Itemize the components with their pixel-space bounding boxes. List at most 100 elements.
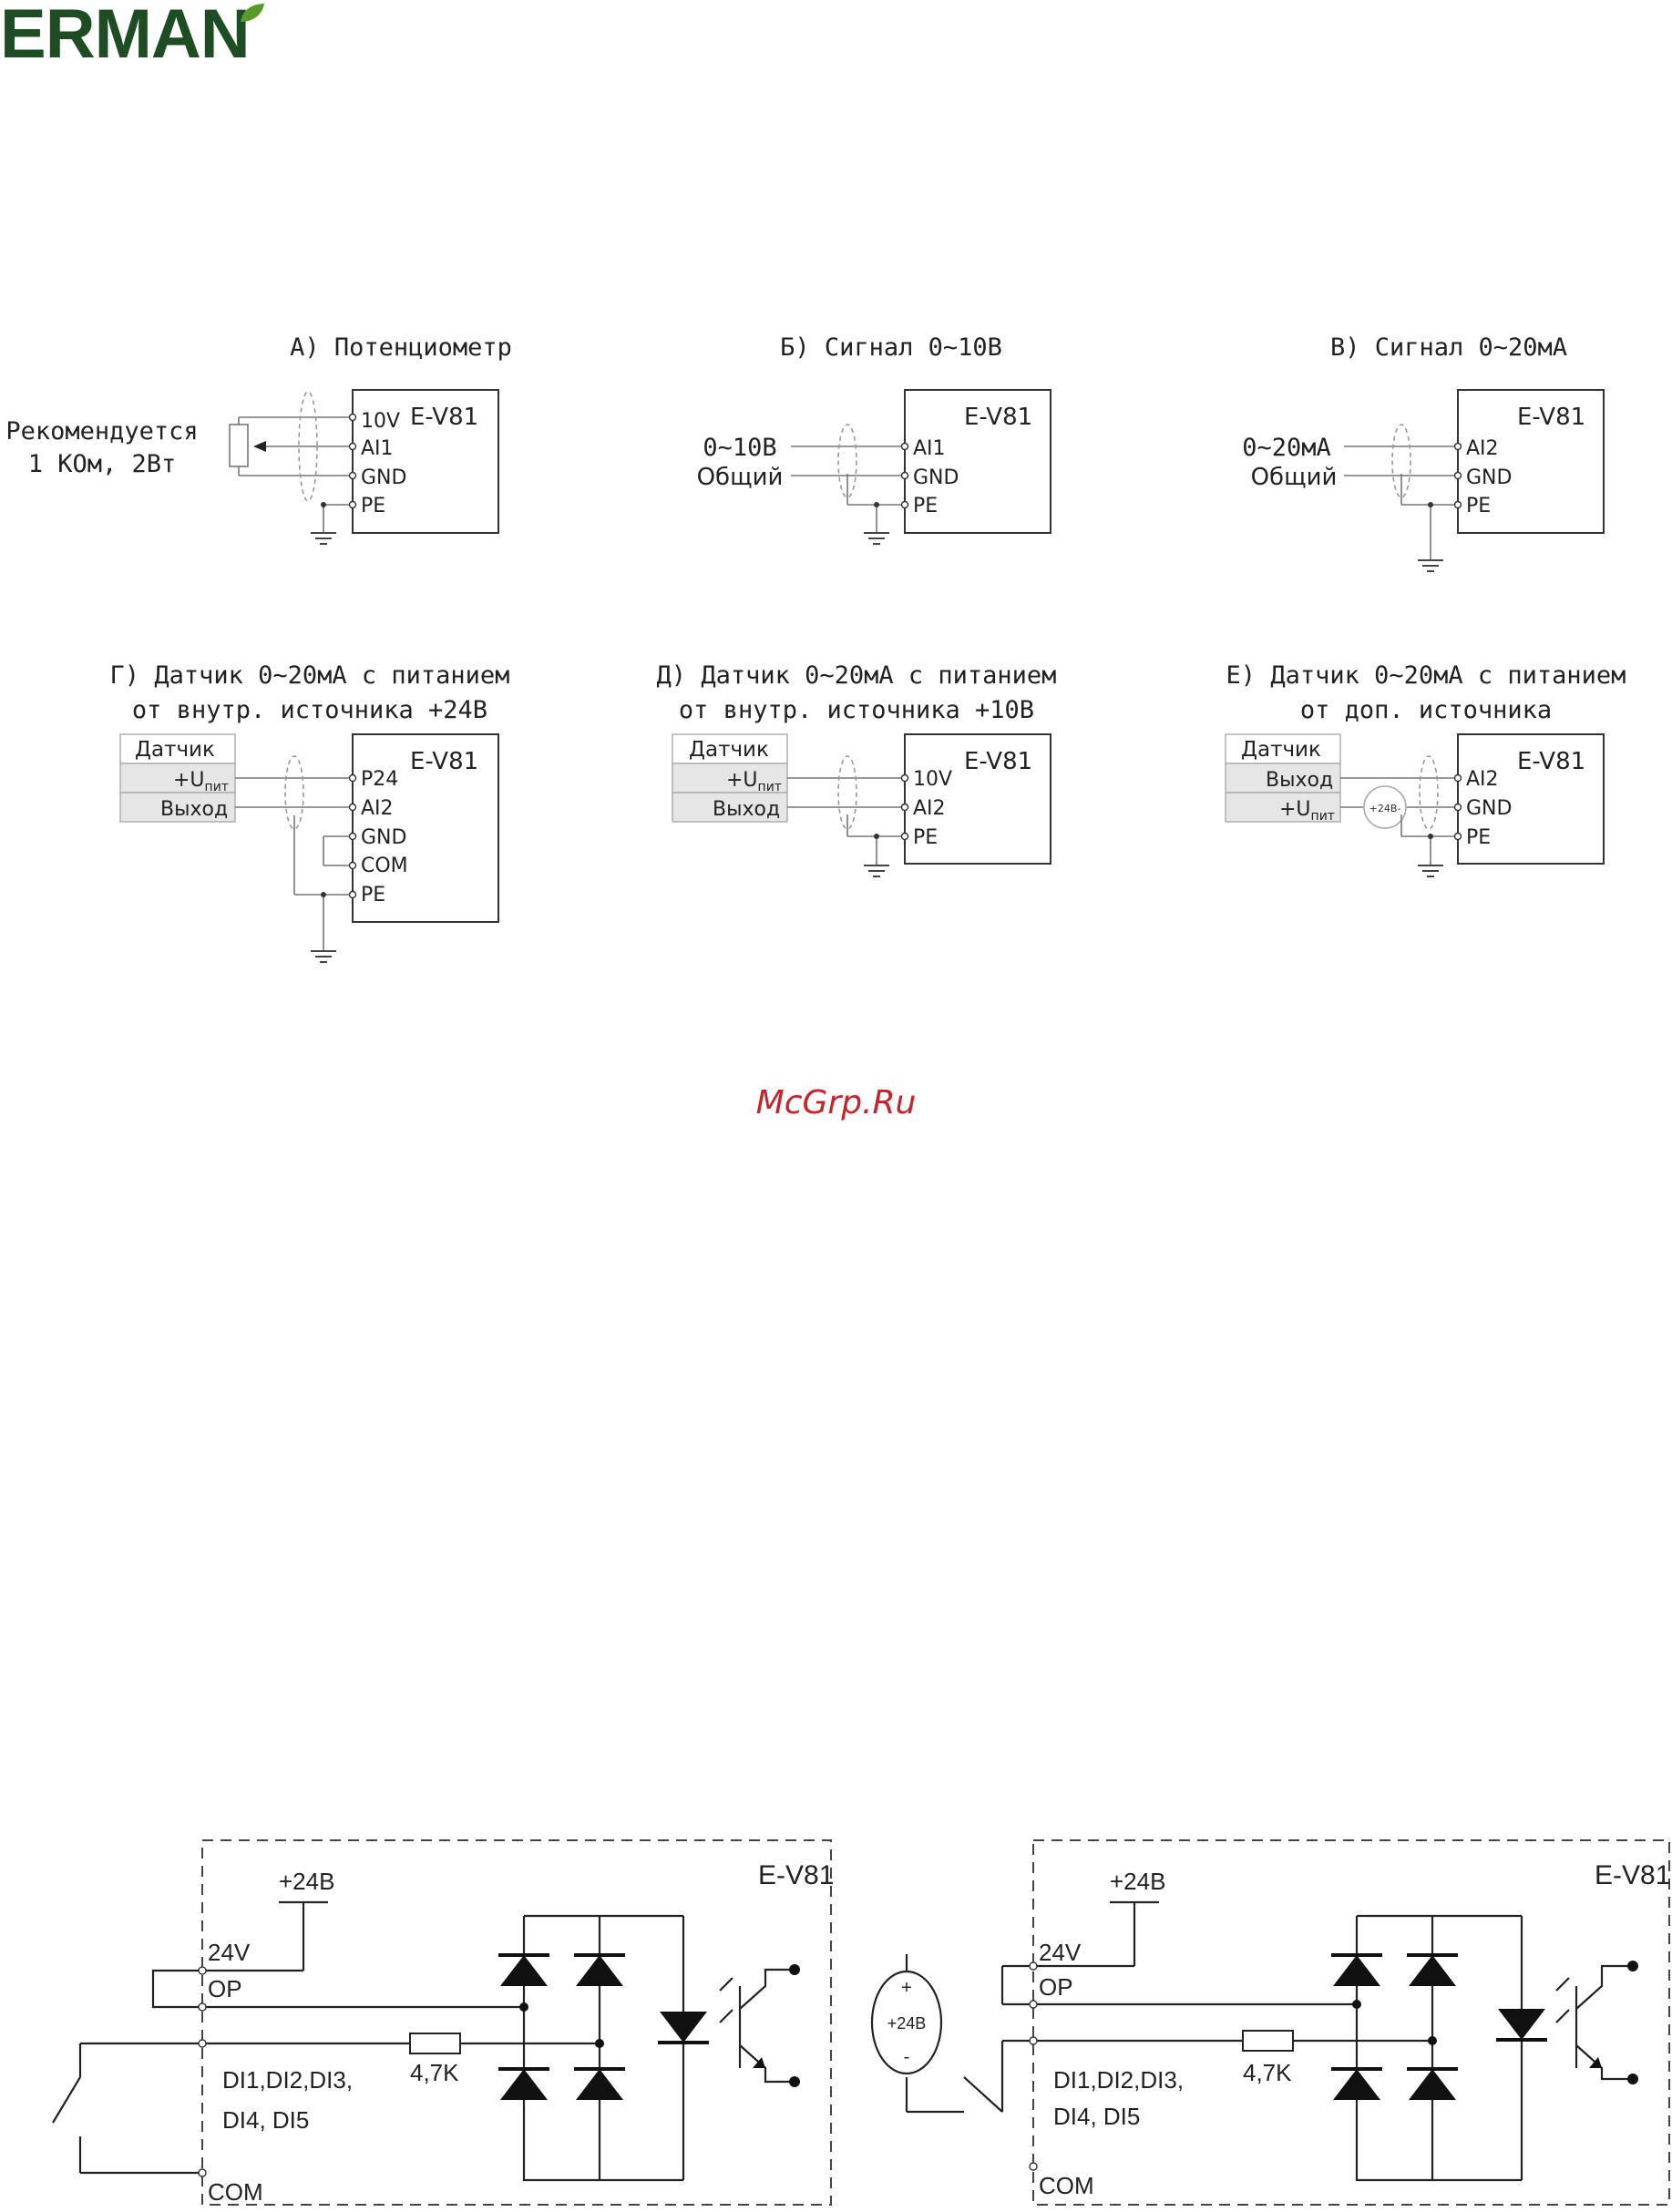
diode-icon [572,2067,627,2102]
device-box [352,733,499,923]
source-label: +24В [887,2014,927,2033]
device-label: E-V81 [758,1860,834,1890]
power-source-icon [870,1970,943,2075]
sensor-label: Датчик [135,738,215,762]
common-label: Общий [1251,464,1338,491]
led-icon [1498,2009,1545,2040]
diagram-a: А) Потенциометр Рекомендуется 1 КОм, 2Вт… [5,333,512,545]
sensor-output-label: Выход [160,798,228,821]
ground-icon [1417,865,1444,877]
terminal-pe: PE [913,826,938,849]
sensor-supply-label: +Uпит [173,769,229,794]
device-box [904,389,1051,534]
led-icon [660,2012,707,2043]
recommend-note-1: Рекомендуется [5,417,198,445]
diode-icon [497,1953,551,1988]
terminal-pe: PE [1466,495,1491,517]
di-label-2: DI4, DI5 [222,2106,309,2134]
terminal-24v: 24V [1039,1939,1082,1966]
diagram-d-title-2: от внутр. источника +10В [679,696,1034,724]
terminal-pe: PE [913,495,938,517]
ground-icon [1417,559,1444,572]
terminal-10v: 10V [913,768,952,791]
terminal-p24: P24 [361,768,398,791]
source-plus: + [901,1978,912,1998]
diagram-d-title-1: Д) Датчик 0~20мА с питанием [657,661,1057,690]
diagram-b-title: Б) Сигнал 0~10В [780,333,1002,362]
di-label-1: DI1,DI2,DI3, [222,2066,353,2094]
diode-icon [572,1953,627,1988]
terminal-gnd: GND [913,466,959,489]
terminal-com: COM [208,2178,263,2206]
diagram-e-title-1: Е) Датчик 0~20мА с питанием [1226,661,1626,690]
diagram-a-title: А) Потенциометр [290,333,512,362]
sensor-supply-label: +Uпит [1279,798,1335,824]
source-label: +24В- [1369,803,1401,814]
terminal-gnd: GND [1466,797,1512,820]
terminal-pe: PE [361,495,385,517]
diagram-g: Г) Датчик 0~20мА с питанием от внутр. ис… [110,661,510,963]
device-box [1457,733,1605,865]
recommend-note-2: 1 КОм, 2Вт [28,450,177,478]
device-label: E-V81 [964,404,1032,431]
resistor-label: 4,7K [1243,2059,1292,2086]
terminal-10v: 10V [361,410,400,433]
diode-icon [1329,1953,1384,1988]
device-label: E-V81 [1517,404,1585,431]
logo-text: ERMAN [0,0,251,73]
diode-icon [1405,2067,1460,2102]
di-label-2: DI4, DI5 [1053,2103,1140,2130]
di-label-1: DI1,DI2,DI3, [1053,2066,1184,2094]
leaf-icon [241,4,264,22]
terminal-ai1: AI1 [913,437,946,460]
device-label: E-V81 [1595,1860,1670,1890]
device-box [352,389,499,534]
plus24-label: +24В [279,1868,334,1895]
sensor-output-label: Выход [713,798,780,821]
switch-contact [52,2076,81,2124]
sensor-supply-label: +Uпит [726,769,782,794]
device-boundary [201,1839,832,2206]
ground-icon [863,865,890,877]
device-label: E-V81 [410,404,478,431]
terminal-com: COM [361,855,408,877]
digital-input-right: E-V81 +24В 24V OP DI1,DI2,DI3, DI4, DI5 … [870,1839,1670,2206]
terminal-com: COM [1039,2172,1094,2199]
terminal-op: OP [1039,1973,1073,2001]
power-source-icon [1363,785,1407,829]
diagram-g-title-1: Г) Датчик 0~20мА с питанием [110,661,510,690]
terminal-ai2: AI2 [1466,437,1499,460]
common-label: Общий [697,464,784,491]
diode-icon [497,2067,551,2102]
digital-input-left: E-V81 +24В 24V OP DI1,DI2,DI3, DI4, DI5 … [52,1839,834,2206]
terminal-gnd: GND [361,826,406,849]
terminal-ai2: AI2 [1466,768,1499,791]
watermark: McGrp.Ru [755,1084,917,1121]
diagram-b: Б) Сигнал 0~10В 0~10В Общий E-V81 AI1 GN… [697,333,1051,545]
sensor-label: Датчик [1241,738,1321,762]
ground-icon [310,532,337,545]
terminal-pe: PE [361,884,385,906]
diagram-e-title-2: от доп. источника [1300,696,1552,724]
terminal-pe: PE [1466,826,1491,849]
device-boundary [1032,1839,1670,2206]
diagram-d: Д) Датчик 0~20мА с питанием от внутр. ис… [657,661,1057,877]
terminal-op: OP [208,1975,242,2002]
terminal-ai2: AI2 [913,797,946,820]
switch-contact [963,2076,1003,2113]
terminal-ai1: AI1 [361,437,394,460]
diagram-v-title: В) Сигнал 0~20мА [1330,333,1567,362]
ground-icon [310,950,337,963]
device-label: E-V81 [410,748,478,775]
source-minus: - [904,2047,910,2067]
device-box [1457,389,1605,534]
device-label: E-V81 [1517,748,1585,775]
erman-logo: ERMAN [0,0,251,69]
sensor-label: Датчик [689,738,769,762]
diagram-v: В) Сигнал 0~20мА 0~20мА Общий E-V81 AI2 … [1242,333,1605,572]
diode-icon [1329,2067,1384,2102]
signal-label: 0~20мА [1242,434,1331,462]
diagram-e: Е) Датчик 0~20мА с питанием от доп. исто… [1225,661,1626,877]
diagram-g-title-2: от внутр. источника +24В [132,696,487,724]
